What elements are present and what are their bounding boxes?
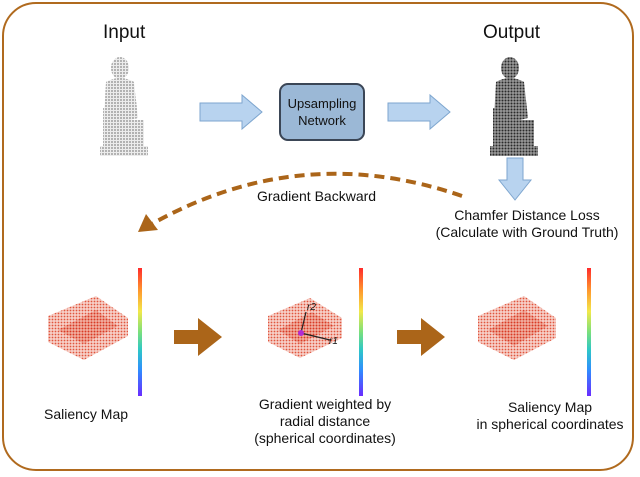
colorbar-saliency bbox=[138, 268, 142, 396]
spherical-axes bbox=[300, 311, 331, 341]
input-title: Input bbox=[103, 22, 146, 43]
gradient-backward-arrow bbox=[149, 171, 463, 227]
arrow-weighted-to-spherical bbox=[397, 318, 445, 356]
weighted-label: Gradient weighted by radial distance (sp… bbox=[235, 396, 415, 447]
arrow-input-to-network bbox=[199, 93, 263, 131]
figure-frame bbox=[2, 2, 634, 471]
loss-label-line2: (Calculate with Ground Truth) bbox=[435, 224, 619, 240]
origin-point bbox=[298, 330, 304, 336]
output-title: Output bbox=[483, 22, 541, 43]
colorbar-spherical bbox=[587, 268, 591, 396]
network-box-line2: Network bbox=[298, 113, 346, 128]
saliency-map-label: Saliency Map bbox=[44, 406, 129, 422]
spherical-saliency-label: Saliency Map in spherical coordinates bbox=[465, 399, 635, 433]
saliency-map-point-cloud bbox=[48, 296, 128, 360]
weighted-label-line2: radial distance bbox=[279, 413, 371, 429]
spherical-saliency-line1: Saliency Map bbox=[507, 399, 593, 415]
input-point-cloud bbox=[100, 57, 148, 156]
spherical-saliency-line2: in spherical coordinates bbox=[476, 416, 624, 432]
arrow-network-to-output bbox=[387, 93, 451, 131]
colorbar-weighted bbox=[359, 268, 363, 396]
weighted-label-line3: (spherical coordinates) bbox=[254, 430, 396, 446]
loss-label: Chamfer Distance Loss (Calculate with Gr… bbox=[412, 207, 640, 241]
spherical-saliency-point-cloud bbox=[478, 296, 556, 360]
axis-label-r2: r2 bbox=[307, 302, 316, 313]
arrow-output-to-loss bbox=[497, 157, 533, 201]
upsampling-network-box: Upsampling Network bbox=[279, 83, 365, 141]
loss-label-line1: Chamfer Distance Loss bbox=[454, 207, 600, 223]
output-point-cloud bbox=[490, 57, 538, 156]
weighted-point-cloud bbox=[268, 298, 342, 358]
gradient-backward-arrowhead bbox=[138, 214, 158, 232]
weighted-label-line1: Gradient weighted by bbox=[258, 396, 392, 412]
network-box-line1: Upsampling bbox=[287, 96, 357, 111]
axis-label-r1: r1 bbox=[329, 336, 338, 347]
gradient-backward-label: Gradient Backward bbox=[257, 188, 377, 204]
arrow-saliency-to-weighted bbox=[174, 318, 222, 356]
